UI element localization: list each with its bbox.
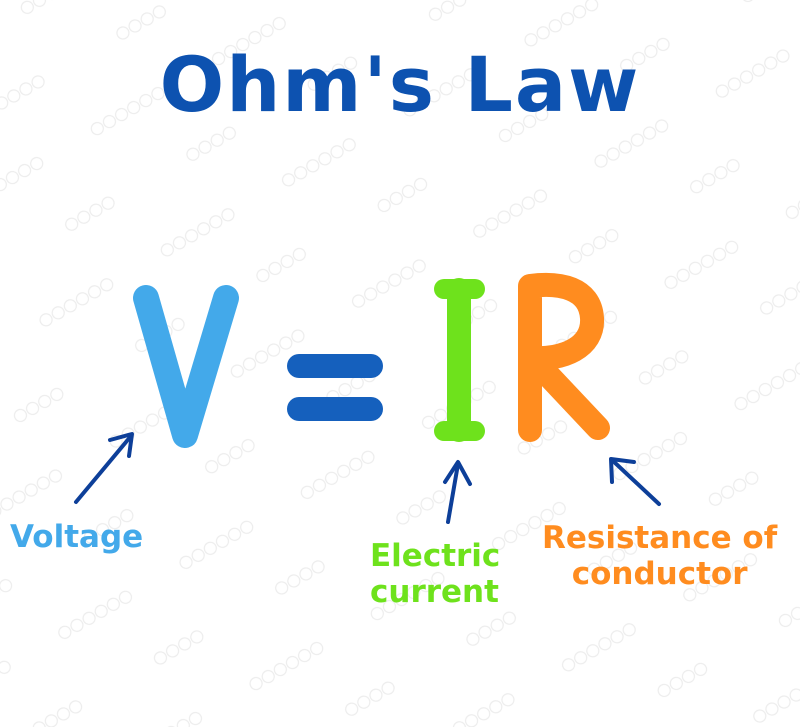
current-arrow-shaft bbox=[446, 462, 460, 524]
resistance-arrow bbox=[609, 457, 661, 506]
current-arrow bbox=[443, 460, 472, 524]
voltage-symbol-glyph bbox=[133, 285, 239, 448]
current-label: Electric current bbox=[370, 538, 500, 610]
current-label-line1: Electric bbox=[370, 538, 501, 574]
voltage-arrow bbox=[74, 432, 134, 504]
voltage-label: Voltage bbox=[10, 519, 144, 555]
resistance-arrow-head bbox=[609, 457, 636, 484]
page-title: Ohm's Law bbox=[159, 40, 641, 129]
resistance-label-line1: Resistance of bbox=[542, 520, 778, 556]
equals-symbol bbox=[287, 354, 383, 421]
current-arrow-head bbox=[443, 460, 472, 486]
resistance-symbol bbox=[518, 272, 610, 442]
resistance-label-line2: conductor bbox=[571, 556, 748, 592]
resistance-label: Resistance of conductor bbox=[542, 520, 777, 592]
current-label-line2: current bbox=[370, 574, 499, 610]
voltage-arrow-shaft bbox=[74, 434, 133, 504]
resistance-arrow-shaft bbox=[610, 458, 661, 506]
voltage-arrow-head bbox=[108, 432, 134, 458]
resistance-symbol-glyph bbox=[518, 272, 610, 442]
current-symbol bbox=[434, 278, 485, 442]
voltage-symbol bbox=[133, 285, 239, 448]
